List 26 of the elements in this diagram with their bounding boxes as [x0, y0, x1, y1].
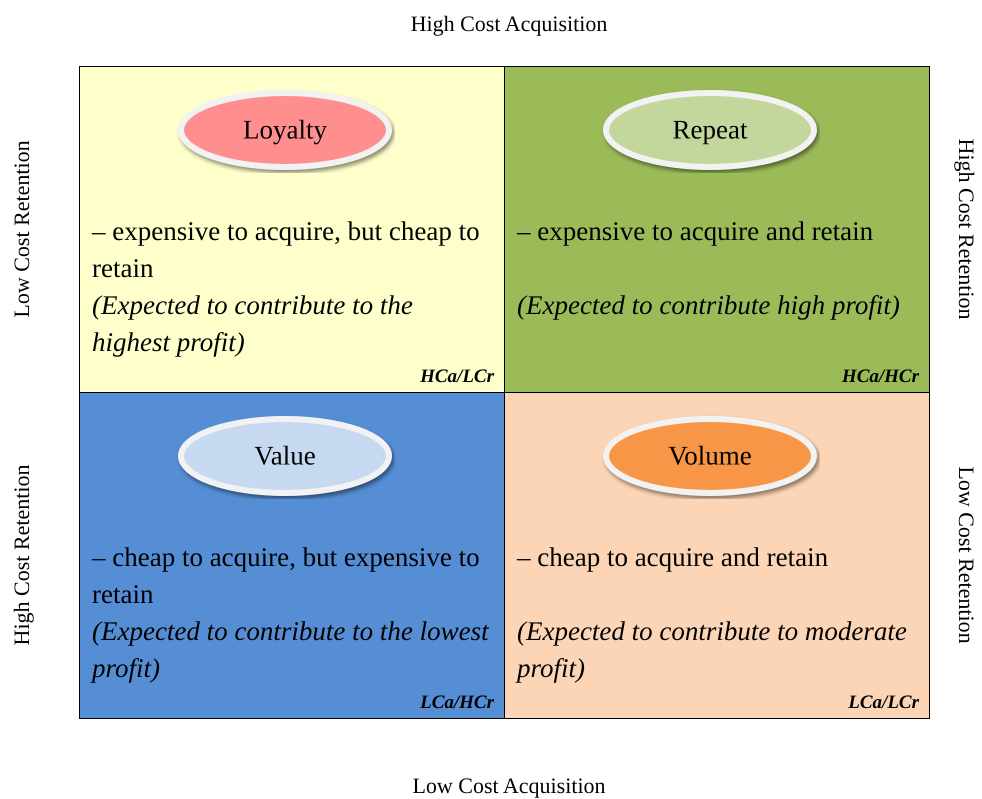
quadrant-code: LCa/LCr: [848, 692, 919, 714]
axis-label: Low Cost Retention: [953, 466, 979, 644]
description-text: – cheap to acquire and retain: [517, 541, 830, 574]
axis-label: High Cost Retention: [953, 138, 979, 320]
segment-title: Volume: [668, 440, 752, 472]
axis-label: High Cost Retention: [9, 464, 35, 646]
quadrant-code: HCa/HCr: [842, 366, 919, 388]
quadrant-code: LCa/HCr: [420, 692, 494, 714]
segment-title: Value: [254, 440, 316, 472]
description-text: – expensive to acquire and retain: [517, 215, 874, 248]
expectation-note: (Expected to contribute to the lowest profit): [92, 615, 490, 685]
segment-title: Loyalty: [243, 114, 327, 146]
segment-title: Repeat: [672, 114, 748, 146]
axis-label: Low Cost Acquisition: [412, 773, 606, 799]
axis-label: Low Cost Retention: [9, 140, 35, 318]
quadrant-panel: [504, 66, 930, 393]
description-text: – cheap to acquire, but expensive to retain: [92, 541, 481, 611]
quadrant-panel: [79, 392, 505, 719]
expectation-note: (Expected to contribute to the highest profit): [92, 289, 414, 359]
description-text: – expensive to acquire, but cheap to retain: [92, 215, 481, 285]
quadrant-code: HCa/LCr: [420, 366, 494, 388]
quadrant-panel: [504, 392, 930, 719]
axis-label: High Cost Acquisition: [410, 11, 608, 37]
expectation-note: (Expected to contribute high profit): [517, 289, 901, 322]
expectation-note: (Expected to contribute to moderate profit): [517, 615, 908, 685]
quadrant-panel: [79, 66, 505, 393]
